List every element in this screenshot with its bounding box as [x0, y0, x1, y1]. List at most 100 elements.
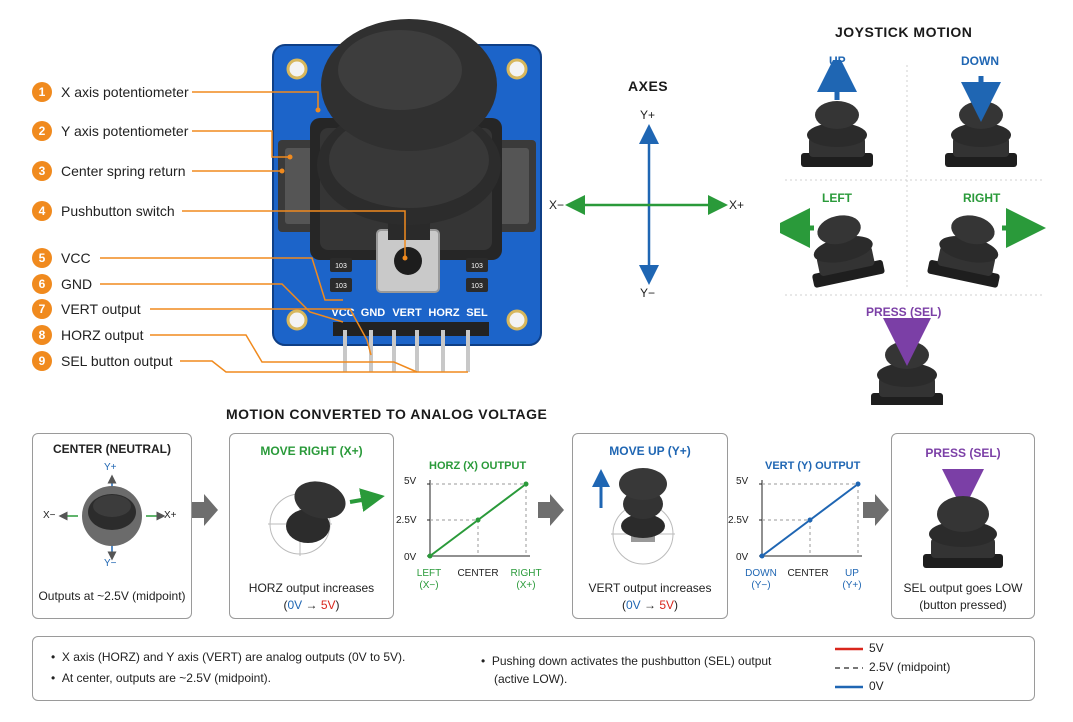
vert-graph-title: VERT (Y) OUTPUT [765, 460, 861, 472]
leader-lines [100, 91, 468, 373]
center-y-minus: Y− [104, 558, 117, 569]
part-label-horz: HORZ output [61, 327, 144, 343]
motion-down-joystick [945, 101, 1017, 167]
note-bullet: • At center, outputs are ~2.5V (midpoint… [51, 671, 271, 685]
legend-0v: 0V [869, 679, 884, 693]
vert-xlabel-center: CENTER [787, 568, 829, 579]
part-label-x-pot: X axis potentiometer [61, 84, 189, 100]
part-number-badge: 2 [32, 121, 52, 141]
motion-left-joystick [800, 208, 886, 289]
note-bullet: • X axis (HORZ) and Y axis (VERT) are an… [51, 650, 406, 664]
part-label-gnd: GND [61, 276, 93, 292]
panel-move-up-title: MOVE UP (Y+) [609, 444, 691, 458]
horz-ytick-0v: 0V [404, 552, 417, 563]
motion-title: JOYSTICK MOTION [835, 24, 973, 40]
vert-output-chart [759, 480, 862, 559]
vert-xlabel-down: DOWN(Y−) [745, 568, 777, 591]
panel-move-right: MOVE RIGHT (X+) HORZ output increases (0… [229, 433, 394, 619]
horz-graph-title: HORZ (X) OUTPUT [429, 460, 527, 472]
motion-down-label: DOWN [961, 54, 999, 68]
axes-title: AXES [628, 78, 669, 94]
joystick-module-illustration: 103 103 103 103 VCC GND VERT HORZ SEL [100, 19, 542, 373]
horz-output-chart [427, 480, 530, 559]
panel-move-up-caption: VERT output increases [588, 581, 712, 595]
pushbutton-cap [394, 247, 422, 275]
pin-label-sel: SEL [466, 307, 488, 319]
vert-ytick-2-5v: 2.5V [728, 515, 749, 526]
pin-label-vert: VERT [392, 307, 422, 319]
vert-chart-data-point [759, 553, 765, 559]
mounting-holes [286, 58, 528, 331]
horz-ytick-5v: 5V [404, 476, 417, 487]
panel-move-up: MOVE UP (Y+) VERT output increases (0V →… [572, 433, 728, 619]
panel-press: PRESS (SEL) SEL output goes LOW (button … [891, 433, 1035, 619]
panel-move-right-range: (0V → 5V) [283, 598, 340, 612]
part-label-vcc: VCC [61, 250, 91, 266]
panel-center-caption: Outputs at ~2.5V (midpoint) [38, 589, 186, 603]
pin-label-gnd: GND [361, 307, 386, 319]
note-bullet-continuation: (active LOW). [494, 672, 568, 686]
vert-ytick-5v: 5V [736, 476, 749, 487]
vert-xlabel-up: UP(Y+) [842, 568, 862, 591]
smd-label: 103 [471, 263, 483, 270]
horz-chart-data-point [427, 553, 433, 559]
part-label-y-pot: Y axis potentiometer [61, 123, 189, 139]
flow-arrows [192, 494, 889, 526]
vert-chart-data-point [855, 481, 861, 487]
axes-y-plus: Y+ [640, 108, 656, 122]
part-number-badge: 8 [32, 325, 52, 345]
motion-right-label: RIGHT [963, 191, 1001, 205]
part-number-badge: 4 [32, 201, 52, 221]
motion-press-joystick [871, 341, 943, 405]
part-number-badge: 7 [32, 299, 52, 319]
horz-xlabel-left: LEFT(X−) [416, 568, 442, 591]
panel-move-right-title: MOVE RIGHT (X+) [260, 444, 363, 458]
part-number-badge: 1 [32, 82, 52, 102]
panel-center: CENTER (NEUTRAL) Y+ Y− X− X+ Outputs at … [32, 433, 192, 619]
horz-xlabel-right: RIGHT(X+) [510, 568, 542, 591]
horz-chart-data-point [523, 481, 529, 487]
motion-grid-lines [785, 65, 1045, 296]
notes-box: • X axis (HORZ) and Y axis (VERT) are an… [32, 636, 1035, 701]
panel-center-title: CENTER (NEUTRAL) [53, 442, 171, 456]
pin-label-horz: HORZ [428, 307, 459, 319]
pin-header [333, 322, 489, 336]
panel-press-caption-1: SEL output goes LOW [903, 581, 1023, 595]
panel-press-title: PRESS (SEL) [925, 446, 1001, 460]
horz-ytick-2-5v: 2.5V [396, 515, 417, 526]
part-label-vert: VERT output [61, 301, 141, 317]
horz-chart-data-point [475, 517, 481, 523]
legend-2-5v: 2.5V (midpoint) [869, 660, 951, 674]
panel-press-caption-2: (button pressed) [919, 598, 1007, 612]
panel-move-right-caption: HORZ output increases [248, 581, 375, 595]
part-number-badge: 9 [32, 351, 52, 371]
part-number-badge: 5 [32, 248, 52, 268]
motion-up-joystick [801, 101, 873, 167]
move-up-joystick-illustration [592, 468, 675, 565]
motion-illustrations [780, 60, 1046, 405]
part-label-pushbutton: Pushbutton switch [61, 203, 175, 219]
part-label-spring: Center spring return [61, 163, 186, 179]
smd-label: 103 [471, 283, 483, 290]
center-y-plus: Y+ [104, 462, 117, 473]
move-right-joystick-illustration [268, 481, 385, 556]
vert-chart-data-point [807, 517, 813, 523]
horz-xlabel-center: CENTER [457, 568, 499, 579]
part-number-badge: 3 [32, 161, 52, 181]
motion-right-joystick [926, 208, 1012, 289]
press-joystick-illustration [923, 469, 1003, 568]
center-x-minus: X− [43, 510, 56, 521]
motion-left-label: LEFT [822, 191, 852, 205]
part-number-badge: 6 [32, 274, 52, 294]
axes-y-minus: Y− [640, 286, 656, 300]
axes-x-plus: X+ [729, 198, 745, 212]
axes-diagram [565, 124, 728, 285]
note-bullet: • Pushing down activates the pushbutton … [481, 654, 772, 668]
panel-move-up-range: (0V → 5V) [621, 598, 679, 612]
legend-5v: 5V [869, 641, 884, 655]
analog-section-title: MOTION CONVERTED TO ANALOG VOLTAGE [226, 406, 548, 422]
vert-ytick-0v: 0V [736, 552, 749, 563]
axes-x-minus: X− [549, 198, 565, 212]
smd-label: 103 [335, 283, 347, 290]
legend-swatches [835, 647, 863, 689]
